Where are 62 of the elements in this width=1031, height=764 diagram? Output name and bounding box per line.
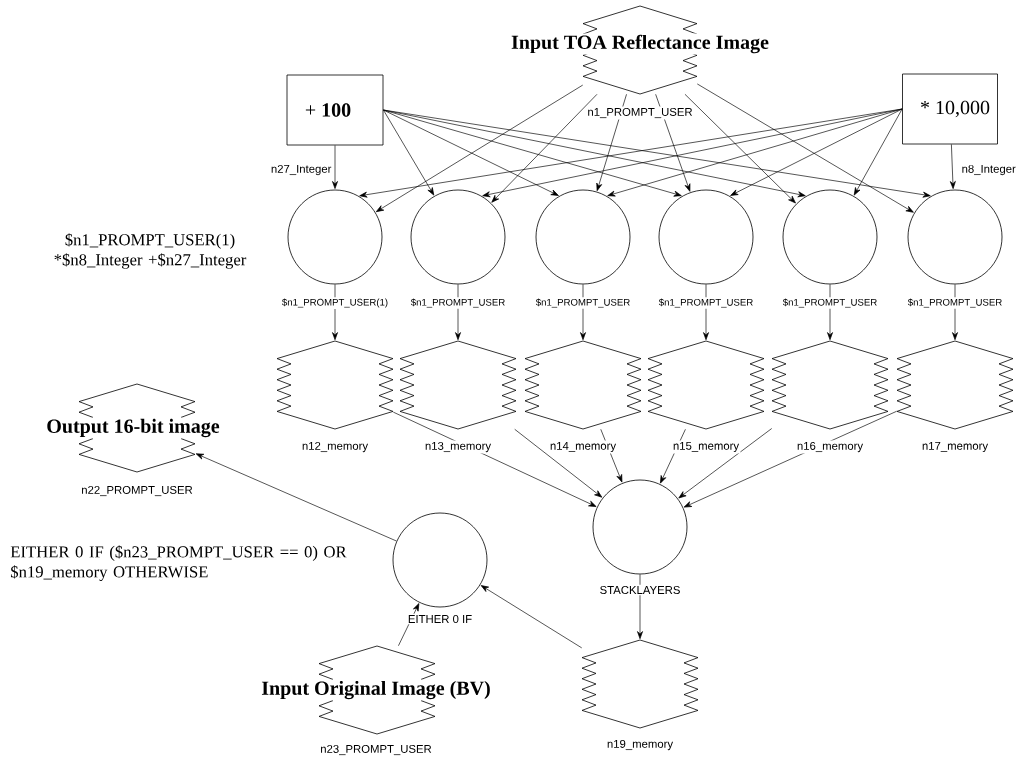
value-box: + 100 bbox=[286, 74, 384, 146]
node-caption: $n1_PROMPT_USER bbox=[409, 297, 507, 309]
node-caption: n19_memory bbox=[605, 738, 675, 752]
function-circle bbox=[907, 189, 1003, 285]
arrow bbox=[332, 145, 338, 189]
image-hexagon bbox=[896, 340, 1014, 430]
image-hexagon bbox=[581, 639, 699, 729]
node-caption: $n1_PROMPT_USER bbox=[657, 297, 755, 309]
arrow bbox=[383, 109, 435, 196]
node-caption: n13_memory bbox=[423, 440, 493, 454]
node-caption: n27_Integer bbox=[269, 163, 333, 177]
node-caption: n17_memory bbox=[920, 440, 990, 454]
image-hexagon bbox=[399, 340, 517, 430]
node-caption: n16_memory bbox=[795, 440, 865, 454]
arrow bbox=[853, 108, 903, 196]
function-circle bbox=[410, 189, 506, 285]
arrow bbox=[596, 93, 627, 192]
node-caption: EITHER 0 IF bbox=[406, 613, 474, 625]
image-hexagon bbox=[647, 340, 765, 430]
arrow bbox=[491, 93, 598, 203]
node-caption: n1_PROMPT_USER bbox=[586, 106, 694, 120]
formula-text: EITHER 0 IF ($n23_PROMPT_USER == 0) OR $n19_memory OTHERWISE bbox=[10, 545, 347, 581]
function-circle bbox=[287, 189, 383, 285]
node-caption: n22_PROMPT_USER bbox=[79, 484, 195, 498]
arrow bbox=[514, 428, 603, 498]
image-title: Output 16-bit image bbox=[45, 417, 221, 439]
image-hexagon bbox=[771, 340, 889, 430]
node-caption: n8_Integer bbox=[960, 163, 1018, 177]
node-caption: $n1_PROMPT_USER bbox=[906, 297, 1004, 309]
node-caption: n14_memory bbox=[548, 440, 618, 454]
node-caption: $n1_PROMPT_USER bbox=[781, 297, 879, 309]
arrow bbox=[730, 108, 903, 196]
arrow bbox=[655, 93, 691, 192]
arrow bbox=[678, 428, 773, 499]
arrow bbox=[949, 144, 956, 189]
function-circle bbox=[392, 512, 488, 608]
arrow bbox=[684, 93, 796, 204]
arrow bbox=[683, 410, 898, 508]
image-hexagon bbox=[524, 340, 642, 430]
arrow bbox=[195, 453, 397, 542]
function-circle bbox=[592, 479, 688, 575]
node-caption: n23_PROMPT_USER bbox=[318, 743, 434, 757]
arrow bbox=[383, 109, 559, 196]
node-caption: n12_memory bbox=[300, 440, 370, 454]
arrow bbox=[637, 574, 643, 640]
node-caption: STACKLAYERS bbox=[598, 584, 682, 596]
node-caption: $n1_PROMPT_USER bbox=[534, 297, 632, 309]
arrow bbox=[375, 84, 584, 213]
function-circle bbox=[658, 189, 754, 285]
arrow bbox=[607, 108, 903, 197]
arrow bbox=[480, 585, 583, 649]
image-title: Input Original Image (BV) bbox=[259, 679, 493, 701]
image-title: Input TOA Reflectance Image bbox=[509, 33, 771, 55]
arrow bbox=[696, 83, 914, 213]
image-hexagon bbox=[276, 340, 394, 430]
function-circle bbox=[782, 189, 878, 285]
function-circle bbox=[535, 189, 631, 285]
node-caption: $n1_PROMPT_USER(1) bbox=[280, 297, 390, 309]
value-box: * 10,000 bbox=[902, 73, 998, 145]
arrow bbox=[383, 109, 682, 197]
formula-text: $n1_PROMPT_USER(1) *$n8_Integer +$n27_Integer bbox=[54, 233, 247, 269]
node-caption: n15_memory bbox=[671, 440, 741, 454]
